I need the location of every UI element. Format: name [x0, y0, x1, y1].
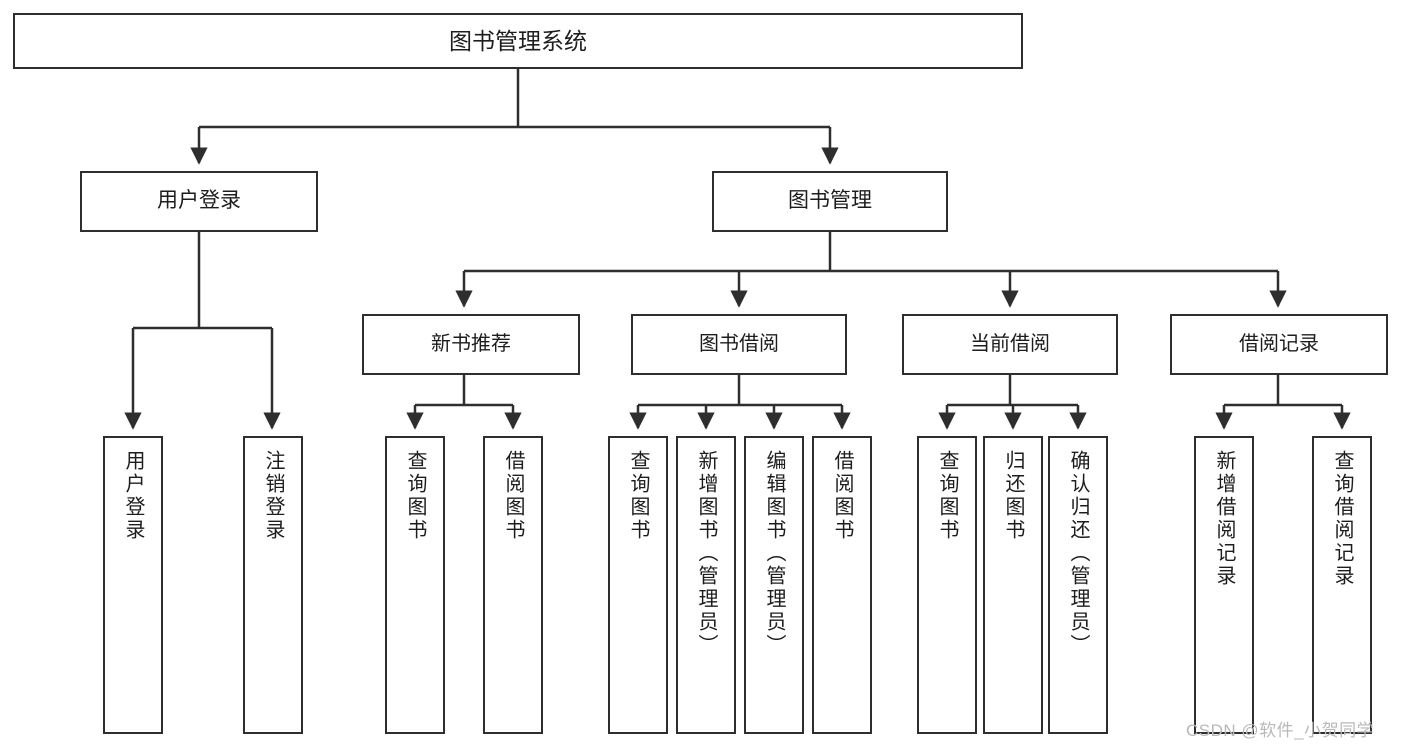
leaf-query-book-borrow[interactable]: 查询图书 — [608, 436, 668, 734]
leaf-borrow-book-recommend[interactable]: 借阅图书 — [483, 436, 543, 734]
node-current-borrow[interactable]: 当前借阅 — [902, 314, 1118, 375]
node-label: 新书推荐 — [431, 333, 511, 355]
node-label: 图书借阅 — [699, 333, 779, 355]
leaf-borrow-book[interactable]: 借阅图书 — [812, 436, 872, 734]
leaf-query-book-current[interactable]: 查询图书 — [917, 436, 977, 734]
leaf-return-book[interactable]: 归还图书 — [983, 436, 1043, 734]
leaf-user-login[interactable]: 用户登录 — [103, 436, 163, 734]
node-label: 借阅记录 — [1239, 333, 1319, 355]
leaf-query-borrow-record[interactable]: 查询借阅记录 — [1312, 436, 1372, 734]
leaf-confirm-return-admin[interactable]: 确认归还（管理员） — [1048, 436, 1108, 734]
leaf-query-book-recommend[interactable]: 查询图书 — [385, 436, 445, 734]
leaf-logout[interactable]: 注销登录 — [243, 436, 303, 734]
leaf-label: 确认归还（管理员） — [1067, 450, 1089, 657]
node-new-book-recommendation[interactable]: 新书推荐 — [362, 314, 580, 375]
leaf-label: 注销登录 — [262, 450, 284, 542]
leaf-label: 借阅图书 — [502, 450, 524, 542]
leaf-label: 新增图书（管理员） — [695, 450, 717, 657]
leaf-label: 新增借阅记录 — [1213, 450, 1235, 588]
csdn-watermark: CSDN @软件_小贺同学 — [1186, 721, 1375, 740]
node-borrow-record[interactable]: 借阅记录 — [1170, 314, 1388, 375]
leaf-label: 查询借阅记录 — [1331, 450, 1353, 588]
node-book-borrow[interactable]: 图书借阅 — [631, 314, 847, 375]
leaf-label: 查询图书 — [627, 450, 649, 542]
leaf-label: 编辑图书（管理员） — [763, 450, 785, 657]
node-label: 图书管理系统 — [449, 27, 587, 54]
leaf-add-borrow-record[interactable]: 新增借阅记录 — [1194, 436, 1254, 734]
leaf-add-book-admin[interactable]: 新增图书（管理员） — [676, 436, 736, 734]
node-root-book-management-system[interactable]: 图书管理系统 — [13, 13, 1023, 69]
leaf-label: 用户登录 — [122, 450, 144, 542]
node-book-management[interactable]: 图书管理 — [712, 171, 948, 232]
node-label: 图书管理 — [788, 189, 872, 213]
leaf-label: 查询图书 — [936, 450, 958, 542]
node-label: 当前借阅 — [970, 333, 1050, 355]
leaf-label: 借阅图书 — [831, 450, 853, 542]
node-user-login[interactable]: 用户登录 — [80, 171, 318, 232]
node-label: 用户登录 — [157, 189, 241, 213]
leaf-label: 查询图书 — [404, 450, 426, 542]
leaf-label: 归还图书 — [1002, 450, 1024, 542]
leaf-edit-book-admin[interactable]: 编辑图书（管理员） — [744, 436, 804, 734]
